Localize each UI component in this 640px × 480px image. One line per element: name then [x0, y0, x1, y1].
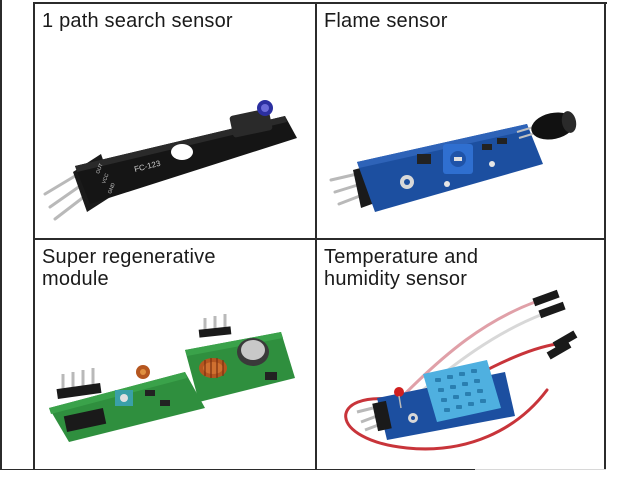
- cell-title-line: 1 path search sensor: [42, 10, 233, 32]
- temperature-humidity-sensor-image: [344, 289, 578, 451]
- receiver-board: [49, 365, 205, 442]
- board-pin-label: GND: [107, 182, 117, 195]
- cell-flame-sensor: Flame sensor: [317, 4, 604, 238]
- cell-path-search-sensor: 1 path search sensor FC-123 OUT VCC GND: [35, 4, 315, 238]
- cell-temperature-humidity-sensor: Temperature and humidity sensor: [317, 240, 604, 469]
- board-pin-label: OUT: [95, 163, 104, 175]
- cell-title-line: Super regenerative: [42, 246, 216, 268]
- board-pin-label: VCC: [101, 172, 110, 184]
- dht-board: [356, 360, 515, 440]
- cell-title-line: humidity sensor: [324, 268, 468, 290]
- status-led: [394, 387, 404, 397]
- path-search-sensor-image: FC-123 OUT VCC GND: [43, 100, 297, 221]
- cell-title-line: Flame sensor: [324, 10, 448, 32]
- cell-title: Temperature and humidity sensor: [324, 246, 478, 290]
- sensor-pins: [43, 174, 87, 221]
- flame-sensor-image: [329, 111, 577, 212]
- super-regenerative-module-image: [49, 314, 295, 442]
- grid-line-top: [33, 2, 607, 4]
- grid-line-bottom: [0, 469, 475, 470]
- transmitter-board: [185, 314, 295, 402]
- grid-line-bottom-right: [475, 469, 606, 470]
- dht11-sensor: [423, 360, 501, 422]
- grid-line-middle-vertical: [315, 2, 317, 470]
- grid-line-right: [604, 2, 606, 470]
- pcb-board: [75, 116, 297, 204]
- cell-title: 1 path search sensor: [42, 10, 233, 32]
- grid-line-left-outer: [0, 0, 2, 470]
- grid-line-left: [33, 2, 35, 470]
- cell-title-line: module: [42, 268, 109, 290]
- cell-title: Flame sensor: [324, 10, 448, 32]
- cell-title: Super regenerative module: [42, 246, 216, 290]
- grid-line-middle-horizontal: [33, 238, 606, 240]
- mounting-hole: [171, 144, 193, 160]
- cell-super-regenerative-module: Super regenerative module: [35, 240, 315, 469]
- ir-sensor: [229, 108, 273, 138]
- cell-title-line: Temperature and: [324, 246, 479, 268]
